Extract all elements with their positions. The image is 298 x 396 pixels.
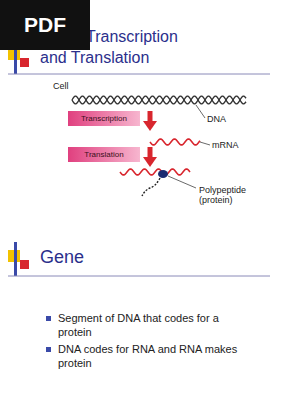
down-arrow [148,111,153,122]
deco-square [20,58,29,67]
leader-line [168,176,196,188]
translation-strand [120,169,190,175]
deco-square [20,260,29,269]
bullet [46,347,51,352]
leader-line [200,142,210,145]
down-arrow-head [143,157,157,167]
slide-heading: Gene [40,247,84,268]
strand-line [72,96,246,104]
box-label: Transcription [77,114,131,123]
cell-label: Cell [53,81,69,91]
dna-helix [72,96,246,104]
ribosome [158,170,168,178]
polypeptide-chain [142,178,160,196]
strand-line [120,169,190,175]
deco-bar [14,242,17,276]
mrna-label: mRNA [212,140,239,150]
dna-label: DNA [207,114,226,124]
mrna-strand [150,139,200,145]
down-arrow [148,147,153,158]
leader-line [196,105,205,118]
heading-rule [8,276,270,277]
process-box: Transcription [68,111,140,126]
protein-label: Polypeptide (protein) [199,185,259,206]
bullet-text: DNA codes for RNA and RNA makes protein [58,342,248,371]
process-box: Translation [68,147,140,162]
strand-line [72,96,246,104]
pdf-badge: PDF [0,0,90,50]
down-arrow-head [143,121,157,131]
strand-line [150,139,200,145]
box-label: Translation [80,150,127,159]
bullet-text: Segment of DNA that codes for a protein [58,311,248,340]
bullet [46,316,51,321]
title-rule [8,74,270,75]
